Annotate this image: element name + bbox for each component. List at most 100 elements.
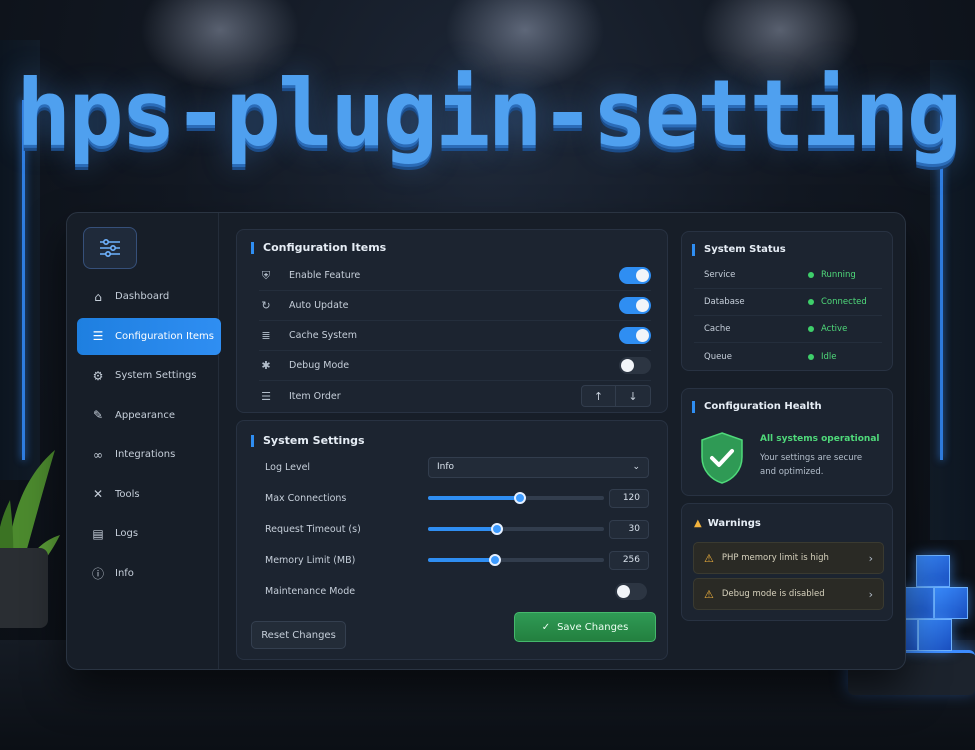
config-row-cache-system: ≣ Cache System [259, 321, 651, 351]
sliders-logo-icon[interactable] [83, 227, 137, 269]
log-level-select[interactable]: Info ⌄ [428, 456, 649, 478]
database-icon: ≣ [261, 329, 271, 342]
section-title: System Status [692, 244, 786, 256]
item-order-controls: ↑ ↓ [581, 385, 651, 407]
cache-system-toggle[interactable] [619, 327, 651, 344]
request-timeout-input[interactable]: 30 [609, 519, 649, 539]
status-value: Running [821, 270, 856, 280]
sidebar-item-logs[interactable]: ▤ Logs [77, 515, 221, 552]
move-up-button[interactable]: ↑ [582, 386, 616, 406]
auto-update-toggle[interactable] [619, 297, 651, 314]
slider-thumb[interactable] [513, 492, 526, 504]
status-key: Cache [704, 324, 731, 334]
section-title: System Settings [251, 435, 365, 447]
sidebar-item-configuration-items[interactable]: ☰ Configuration Items [77, 317, 221, 355]
brush-icon: ✎ [92, 408, 104, 422]
slider-thumb[interactable] [488, 554, 501, 566]
app-title: hps-plugin-setting [16, 60, 962, 167]
section-title: Warnings [707, 518, 761, 529]
chevron-down-icon: ⌄ [632, 462, 640, 472]
max-connections-slider[interactable] [428, 492, 604, 504]
configuration-items-card: Configuration Items ⛨ Enable Feature ↻ A… [236, 229, 668, 413]
info-icon: ⓘ [91, 566, 104, 581]
health-description: Your settings are secure and optimized. [760, 453, 863, 477]
refresh-icon: ↻ [261, 299, 271, 312]
sidebar-item-system-settings[interactable]: ⚙ System Settings [77, 357, 221, 394]
max-connections-input[interactable]: 120 [609, 488, 649, 508]
sidebar-item-tools[interactable]: ✕ Tools [77, 476, 221, 513]
status-row-queue: Queue Idle [694, 343, 882, 370]
sidebar-item-label: Tools [115, 488, 140, 500]
health-status: All systems operational [760, 434, 880, 444]
config-label: Enable Feature [289, 270, 361, 281]
warning-item[interactable]: ⚠ PHP memory limit is high › [693, 542, 884, 574]
sidebar-item-label: Integrations [115, 449, 176, 460]
config-row-enable-feature: ⛨ Enable Feature [259, 261, 651, 291]
chevron-right-icon: › [868, 587, 873, 601]
sidebar-item-integrations[interactable]: ∞ Integrations [77, 436, 221, 473]
status-value: Connected [821, 297, 867, 307]
status-dot-icon [808, 326, 814, 332]
status-value: Idle [821, 351, 837, 362]
sidebar-item-dashboard[interactable]: ⌂ Dashboard [77, 278, 221, 315]
warning-icon: ⚠ [704, 551, 714, 565]
check-icon: ✓ [541, 621, 551, 633]
status-value: Active [821, 324, 848, 334]
config-row-auto-update: ↻ Auto Update [259, 291, 651, 321]
debug-mode-toggle[interactable] [619, 357, 651, 374]
server-rack-left [0, 40, 40, 480]
setting-label: Max Connections [265, 492, 347, 504]
system-settings-card: System Settings Log Level Info ⌄ Max Con… [236, 420, 668, 660]
gear-icon: ⚙ [92, 368, 104, 383]
sidebar-item-label: Dashboard [115, 291, 170, 302]
sidebar-item-info[interactable]: ⓘ Info [77, 555, 221, 592]
warning-icon: ▲ [694, 518, 702, 529]
sidebar-nav: ⌂ Dashboard ☰ Configuration Items ⚙ Syst… [77, 278, 221, 594]
warnings-card: ▲ Warnings ⚠ PHP memory limit is high › … [681, 503, 893, 621]
maintenance-mode-row: Maintenance Mode [265, 579, 655, 603]
bug-icon: ✱ [261, 359, 271, 372]
memory-limit-input[interactable]: 256 [609, 550, 649, 570]
status-row-database: Database Connected [694, 289, 882, 316]
status-dot-icon [808, 299, 814, 305]
reset-changes-button[interactable]: Reset Changes [251, 621, 346, 649]
sidebar: ⌂ Dashboard ☰ Configuration Items ⚙ Syst… [67, 213, 221, 669]
status-key: Database [704, 297, 745, 307]
config-row-item-order: ☰ Item Order ↑ ↓ [259, 381, 651, 411]
status-row-cache: Cache Active [694, 316, 882, 343]
request-timeout-row: Request Timeout (s) 30 [265, 517, 655, 541]
config-label: Debug Mode [289, 360, 350, 371]
max-connections-row: Max Connections 120 [265, 486, 655, 510]
warning-icon: ⚠ [704, 587, 714, 601]
config-label: Auto Update [289, 300, 349, 311]
section-title: Configuration Health [692, 401, 822, 413]
chevron-right-icon: › [868, 551, 873, 565]
save-changes-button[interactable]: ✓ Save Changes [514, 612, 656, 642]
status-row-service: Service Running [694, 262, 882, 289]
config-label: Item Order [289, 390, 341, 402]
log-level-row: Log Level Info ⌄ [265, 455, 655, 479]
warning-text: Debug mode is disabled [721, 589, 825, 599]
warning-text: PHP memory limit is high [721, 553, 829, 563]
warnings-header: ▲ Warnings [694, 518, 761, 529]
warning-item[interactable]: ⚠ Debug mode is disabled › [693, 578, 884, 610]
maintenance-mode-toggle[interactable] [615, 582, 647, 600]
link-icon: ∞ [93, 447, 103, 462]
setting-label: Request Timeout (s) [265, 523, 361, 535]
system-status-card: System Status Service Running Database C… [681, 231, 893, 371]
status-dot-icon [808, 353, 814, 360]
setting-label: Log Level [265, 461, 311, 473]
sidebar-item-label: Appearance [115, 409, 176, 421]
config-row-debug-mode: ✱ Debug Mode [259, 351, 651, 381]
configuration-health-card: Configuration Health All systems operati… [681, 388, 893, 496]
memory-limit-slider[interactable] [428, 554, 604, 566]
enable-feature-toggle[interactable] [619, 267, 651, 284]
request-timeout-slider[interactable] [428, 523, 604, 535]
slider-thumb[interactable] [490, 523, 503, 535]
sidebar-item-label: Logs [115, 528, 139, 539]
server-rack-right [930, 60, 975, 540]
move-down-button[interactable]: ↓ [628, 389, 638, 403]
sidebar-item-appearance[interactable]: ✎ Appearance [77, 397, 221, 434]
shield-check-icon [701, 432, 743, 484]
setting-label: Memory Limit (MB) [265, 554, 356, 566]
